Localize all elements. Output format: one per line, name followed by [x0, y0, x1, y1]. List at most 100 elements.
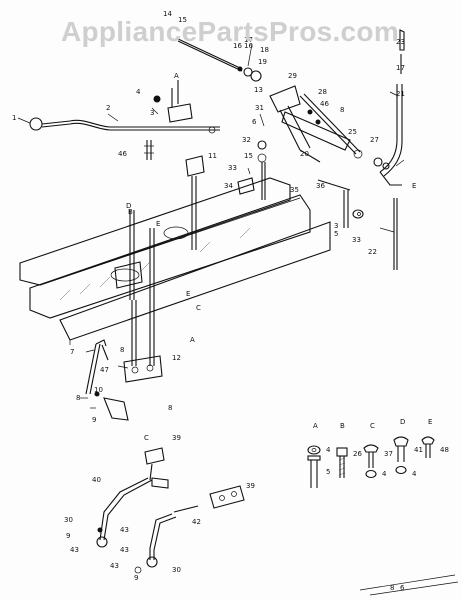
callout-9: 9 [134, 574, 138, 582]
bolt-c [363, 444, 379, 479]
callout-B: B [128, 208, 133, 216]
callout-9: 9 [92, 416, 96, 424]
callout-E: E [412, 182, 416, 190]
callout-46: 46 [320, 100, 329, 108]
callout-A: A [174, 72, 179, 80]
bracket-3 [153, 80, 193, 123]
callout-7: 7 [70, 348, 74, 356]
callout-41: 41 [414, 446, 423, 454]
hardware-group [307, 436, 435, 488]
callout-19: 19 [258, 58, 267, 66]
callout-8: 8 [76, 394, 80, 402]
callout-28: 28 [318, 88, 327, 96]
callout-15: 15 [244, 152, 253, 160]
bolt-e [421, 436, 435, 458]
callout-31: 31 [255, 104, 264, 112]
part-46-left [144, 140, 154, 160]
callout-17: 17 [396, 64, 405, 72]
callout-6: 6 [252, 118, 257, 126]
bolt-a [307, 445, 321, 488]
callout-9: 9 [66, 532, 70, 540]
callout-42: 42 [192, 518, 201, 526]
callout-20: 20 [300, 150, 309, 158]
callout-16: 16 [233, 42, 242, 50]
callout-25: 25 [348, 128, 357, 136]
callout-8: 8 [340, 106, 344, 114]
callout-47: 47 [100, 366, 109, 374]
callout-37: 37 [384, 450, 393, 458]
callout-30: 30 [172, 566, 181, 574]
center-mechanism [114, 155, 205, 383]
callout-43: 43 [120, 526, 129, 534]
callout-5: 5 [326, 468, 330, 476]
callout-C: C [144, 434, 149, 442]
callout-4: 4 [382, 470, 387, 478]
right-linkage [269, 85, 390, 170]
callout-D: D [126, 202, 131, 210]
parts-31-35 [237, 113, 267, 200]
callout-30: 30 [64, 516, 73, 524]
callout-E: E [186, 290, 190, 298]
leader-lines [17, 43, 405, 399]
callout-1: 1 [12, 114, 16, 122]
bolt-b [336, 447, 348, 478]
callout-15: 15 [178, 16, 187, 24]
callout-11: 11 [208, 152, 217, 160]
callout-26: 26 [353, 450, 362, 458]
lower-left-lever [85, 339, 129, 421]
callout-32: 32 [242, 136, 251, 144]
callout-C: C [196, 304, 201, 312]
callout-21: 21 [396, 90, 405, 98]
callout-35: 35 [290, 186, 299, 194]
callout-27: 27 [370, 136, 379, 144]
callout-43: 43 [70, 546, 79, 554]
callout-36: 36 [316, 182, 325, 190]
callout-A: A [313, 422, 318, 430]
callout-18: 18 [260, 46, 269, 54]
callout-4: 4 [326, 446, 331, 454]
callout-33: 33 [228, 164, 237, 172]
callout-8: 8 [390, 584, 394, 592]
lever-21 [379, 29, 405, 270]
callout-22: 22 [368, 248, 377, 256]
callout-10: 10 [94, 386, 103, 394]
watermark-text: AppliancePartsPros.com [60, 16, 400, 47]
callout-46: 46 [118, 150, 127, 158]
callout-14: 14 [163, 10, 172, 18]
callout-16: 16 [244, 42, 253, 50]
lower-assembly-42 [134, 485, 245, 574]
callout-B: B [340, 422, 345, 430]
knob-rod [29, 117, 220, 134]
callout-34: 34 [224, 182, 233, 190]
callout-3: 3 [334, 222, 338, 230]
callout-E: E [156, 220, 160, 228]
callout-E: E [428, 418, 432, 426]
callout-43: 43 [120, 546, 129, 554]
callout-5: 5 [334, 230, 338, 238]
callout-6: 6 [400, 584, 405, 592]
callout-C: C [370, 422, 375, 430]
callout-A: A [190, 336, 195, 344]
callout-17: 17 [244, 36, 253, 44]
callout-2: 2 [106, 104, 110, 112]
bolt-d [393, 436, 409, 475]
part-36 [317, 179, 364, 228]
callout-23: 23 [396, 38, 405, 46]
lower-assembly-40 [96, 447, 169, 548]
callout-3: 3 [150, 109, 154, 117]
callout-33: 33 [352, 236, 361, 244]
callout-13: 13 [254, 86, 263, 94]
callout-12: 12 [172, 354, 181, 362]
top-rod [175, 37, 262, 82]
callout-8: 8 [168, 404, 172, 412]
callout-39: 39 [172, 434, 181, 442]
callout-48: 48 [440, 446, 449, 454]
callout-39: 39 [246, 482, 255, 490]
callout-40: 40 [92, 476, 101, 484]
frame-beams [19, 177, 331, 345]
callout-8: 8 [120, 346, 124, 354]
callout-4: 4 [412, 470, 417, 478]
